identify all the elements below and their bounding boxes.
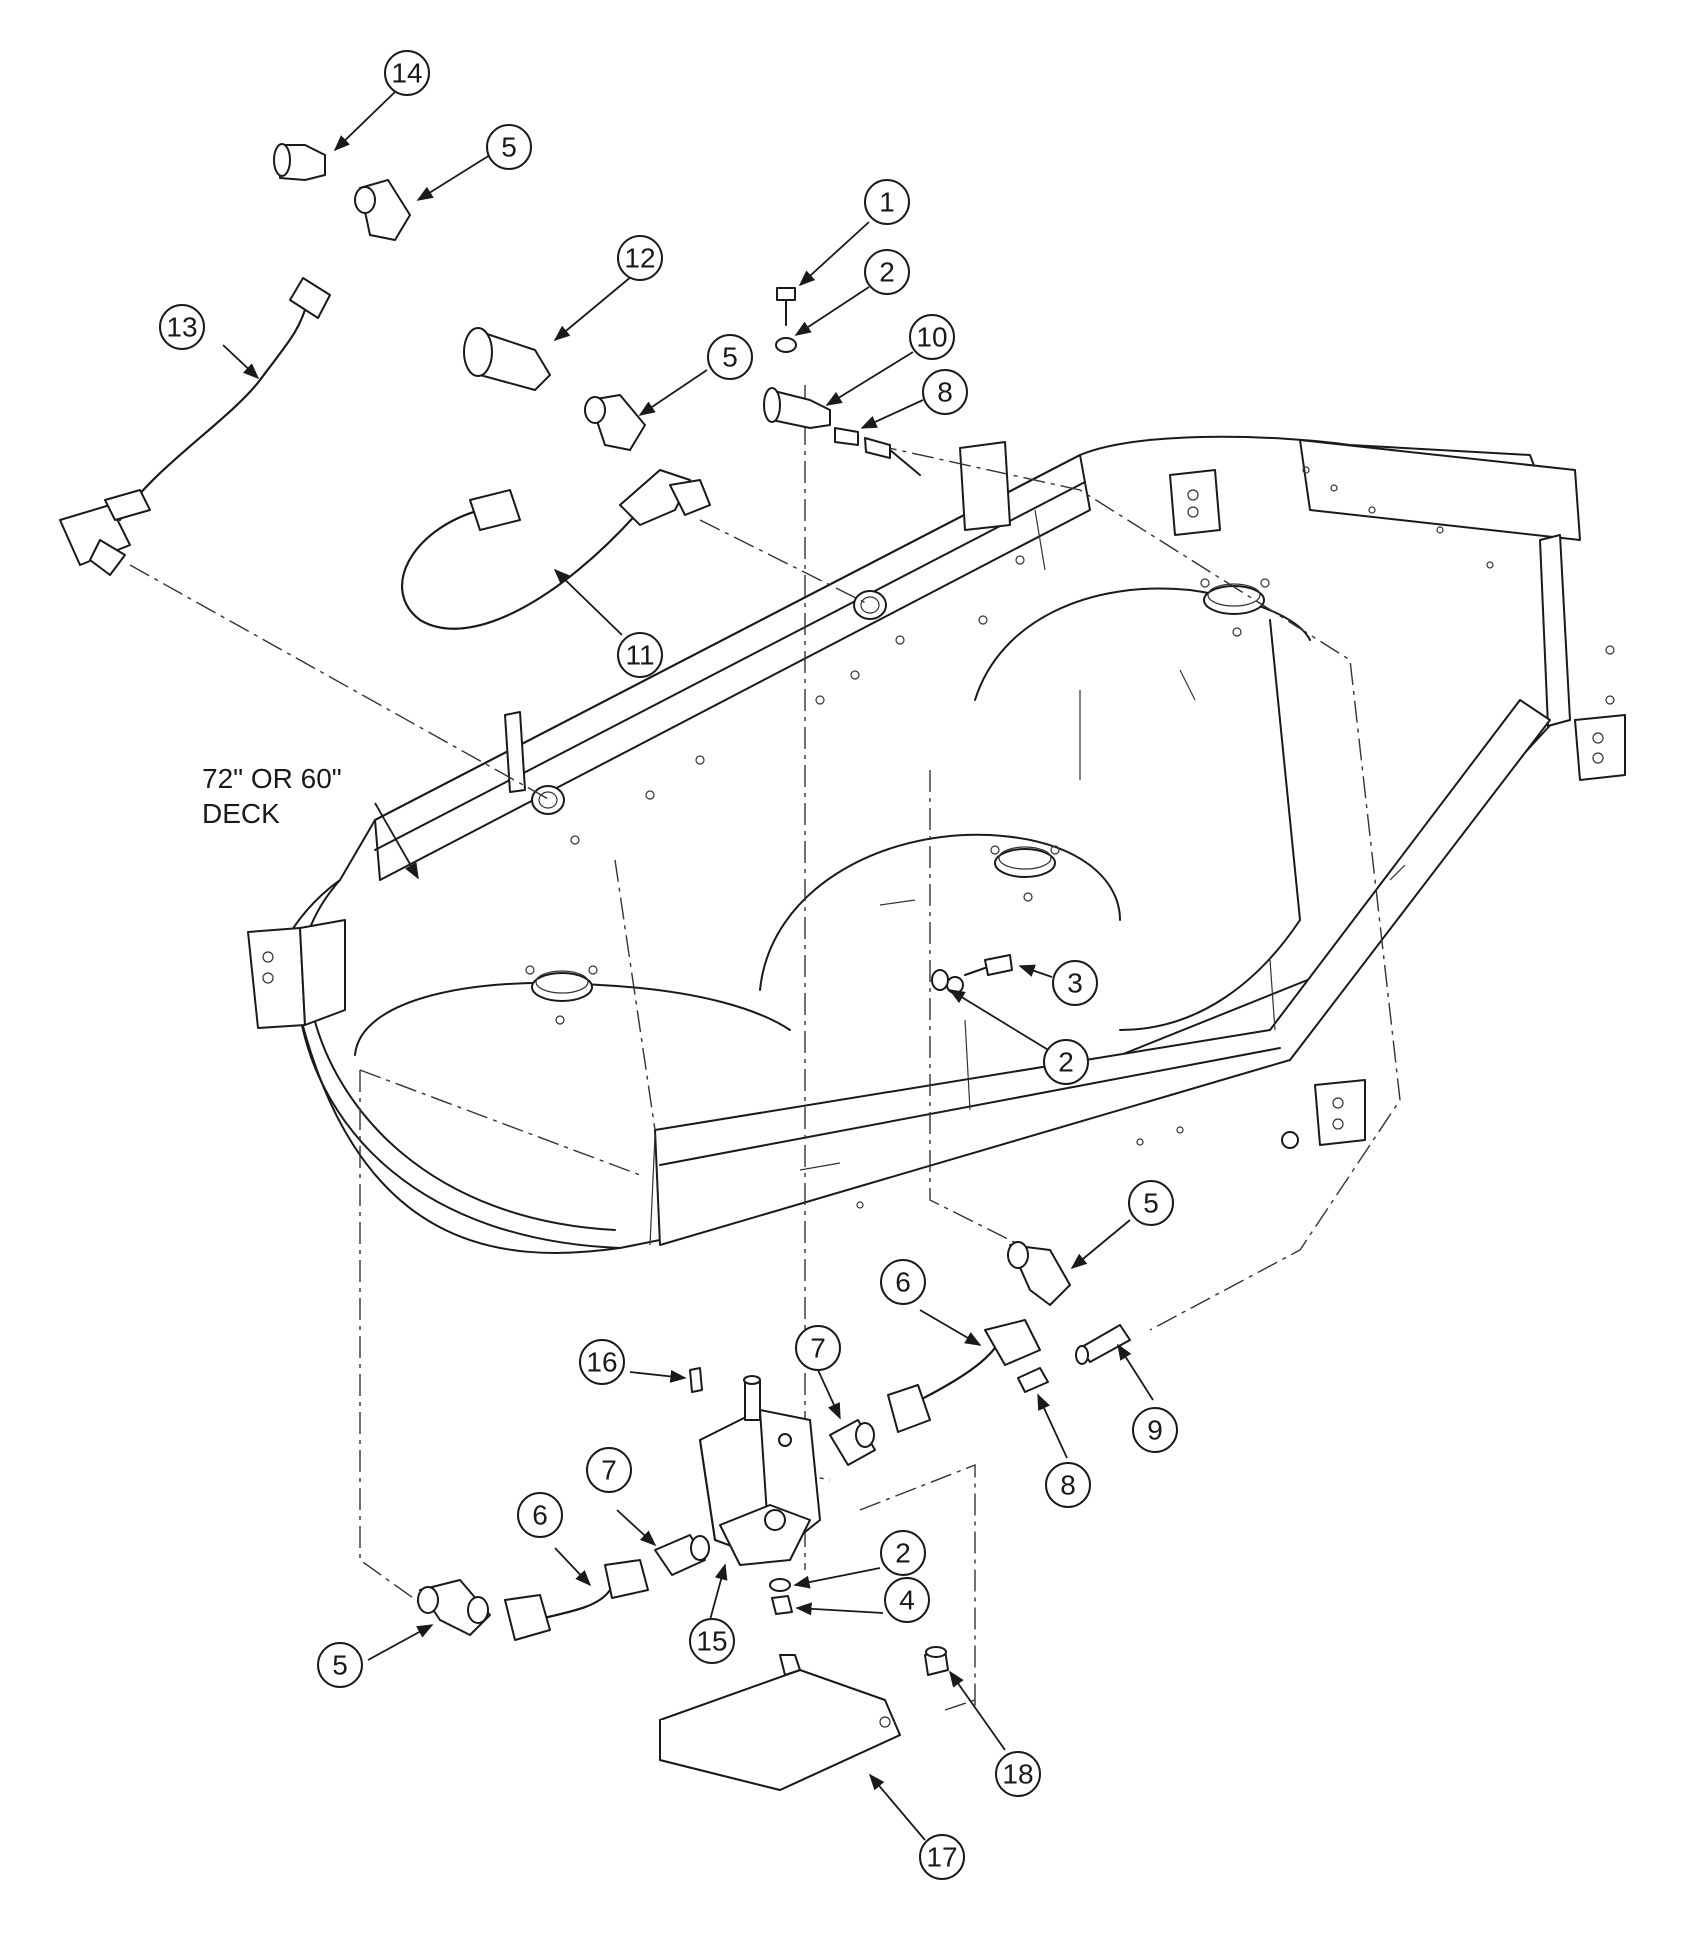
deck-label-line1: 72" OR 60" bbox=[202, 763, 342, 794]
elbow-5-right bbox=[1007, 1241, 1071, 1306]
adapter-8-bottom bbox=[1017, 1367, 1049, 1393]
callout-bubble: 13 bbox=[159, 304, 205, 350]
callout-label: 2 bbox=[895, 1538, 911, 1569]
assembly-lines bbox=[129, 385, 1401, 1711]
callout-label: 13 bbox=[166, 312, 197, 343]
callout-label: 12 bbox=[624, 243, 655, 274]
pump-motor-15 bbox=[699, 1375, 821, 1566]
callout-bubble: 5 bbox=[486, 124, 532, 170]
washer-2-top bbox=[775, 337, 797, 353]
callout-label: 5 bbox=[332, 1650, 348, 1681]
callout-label: 6 bbox=[895, 1267, 911, 1298]
callout-label: 14 bbox=[391, 58, 422, 89]
washer-2-mid bbox=[931, 969, 949, 991]
callout-label: 7 bbox=[810, 1333, 826, 1364]
callout-bubble: 17 bbox=[919, 1834, 965, 1880]
callout-bubble: 7 bbox=[586, 1447, 632, 1493]
callout-label: 4 bbox=[899, 1585, 915, 1616]
fitting-9 bbox=[1075, 1324, 1131, 1365]
callout-bubble: 2 bbox=[864, 249, 910, 295]
elbow-5-bottom bbox=[417, 1579, 491, 1636]
callout-bubble: 7 bbox=[795, 1325, 841, 1371]
callout-bubble: 1 bbox=[864, 179, 910, 225]
callout-label: 1 bbox=[879, 187, 895, 218]
elbow-5-top bbox=[354, 179, 411, 241]
deck-label: 72" OR 60" DECK bbox=[202, 763, 342, 829]
callout-bubble: 2 bbox=[1043, 1039, 1089, 1085]
hose-6-right bbox=[887, 1319, 1041, 1433]
callout-bubble: 5 bbox=[1128, 1180, 1174, 1226]
mower-deck bbox=[247, 435, 1626, 1254]
callout-label: 11 bbox=[625, 640, 654, 671]
fitting-14 bbox=[273, 143, 326, 181]
callout-label: 5 bbox=[1143, 1188, 1159, 1219]
callout-bubble: 4 bbox=[884, 1577, 930, 1623]
elbow-5-mid bbox=[584, 394, 646, 451]
callout-bubble: 10 bbox=[909, 314, 955, 360]
callout-label: 3 bbox=[1067, 968, 1083, 999]
callout-label: 15 bbox=[696, 1626, 727, 1657]
callout-bubble: 12 bbox=[617, 235, 663, 281]
washer-2-bottom bbox=[769, 1578, 791, 1592]
callout-label: 8 bbox=[1060, 1470, 1076, 1501]
callout-bubble: 5 bbox=[707, 334, 753, 380]
bolt-1 bbox=[776, 287, 796, 326]
callout-bubble: 2 bbox=[880, 1530, 926, 1576]
key-16 bbox=[689, 1367, 703, 1393]
coupler-10 bbox=[763, 387, 831, 429]
callout-bubble: 11 bbox=[617, 632, 663, 678]
callout-label: 8 bbox=[937, 377, 953, 408]
hose-13 bbox=[59, 277, 331, 576]
cover-17 bbox=[659, 1654, 901, 1791]
callout-bubble: 18 bbox=[995, 1751, 1041, 1797]
callout-label: 18 bbox=[1002, 1759, 1033, 1790]
spacer-18 bbox=[924, 1646, 949, 1676]
callout-bubble: 9 bbox=[1132, 1407, 1178, 1453]
callout-label: 6 bbox=[532, 1500, 548, 1531]
callout-bubble: 14 bbox=[384, 50, 430, 96]
callout-bubble: 8 bbox=[922, 369, 968, 415]
callout-label: 17 bbox=[926, 1842, 957, 1873]
deck-label-line2: DECK bbox=[202, 798, 280, 829]
hose-6-left bbox=[504, 1559, 649, 1641]
fitting-7-right bbox=[829, 1419, 876, 1466]
callout-bubble: 6 bbox=[880, 1259, 926, 1305]
callout-label: 16 bbox=[586, 1347, 617, 1378]
callout-label: 2 bbox=[1058, 1047, 1074, 1078]
callout-label: 10 bbox=[916, 322, 947, 353]
callout-bubble: 6 bbox=[517, 1492, 563, 1538]
bolt-3 bbox=[964, 954, 1013, 976]
callout-label: 5 bbox=[501, 132, 517, 163]
callout-bubble: 3 bbox=[1052, 960, 1098, 1006]
adapter-8-top bbox=[834, 427, 921, 476]
callout-label: 5 bbox=[722, 342, 738, 373]
callout-label: 2 bbox=[879, 257, 895, 288]
hose-11 bbox=[401, 469, 711, 630]
callout-bubble: 8 bbox=[1045, 1462, 1091, 1508]
callout-bubble: 16 bbox=[579, 1339, 625, 1385]
nut-4 bbox=[771, 1595, 793, 1615]
callout-bubble: 5 bbox=[317, 1642, 363, 1688]
coupler-12 bbox=[463, 327, 551, 391]
fitting-7-left bbox=[654, 1534, 710, 1576]
leader-lines bbox=[222, 89, 1154, 1841]
callout-label: 9 bbox=[1147, 1415, 1163, 1446]
callout-bubble: 15 bbox=[689, 1618, 735, 1664]
callout-label: 7 bbox=[601, 1455, 617, 1486]
